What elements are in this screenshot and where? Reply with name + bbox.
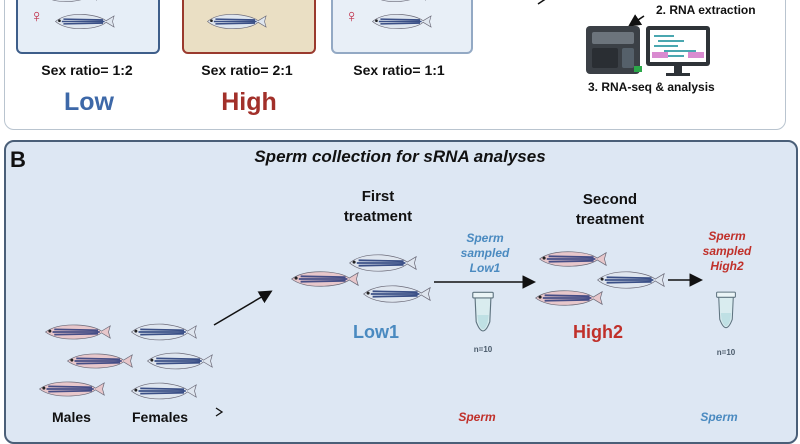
panel-b-title: Sperm collection for sRNA analyses [254, 147, 546, 166]
male-fish-icon [42, 321, 112, 343]
flow-arrows [213, 273, 703, 417]
female-fish-icon [128, 380, 198, 402]
step-rna-seq: 3. RNA-seq & analysis [588, 80, 715, 94]
sample-tube-icon [471, 290, 495, 340]
female-fish-icon [594, 269, 666, 291]
n-low1: n=10 [473, 345, 493, 354]
female-fish-icon [360, 283, 432, 305]
sex-ratio-label: Sex ratio= 1:2 [41, 62, 133, 78]
sample-tube-icon [715, 290, 737, 336]
male-fish-icon [288, 268, 360, 290]
sperm-sampled-low1: Sperm sampled Low1 [460, 231, 510, 275]
male-fish-icon [536, 248, 608, 270]
tank-equal: ♀ [331, 0, 473, 54]
level-high: High [221, 88, 277, 116]
tank-high [182, 0, 316, 54]
females-label: Females [132, 409, 189, 425]
male-fish-icon [36, 378, 106, 400]
bottom-sperm-label: Sperm [458, 410, 496, 424]
sex-ratio-label: Sex ratio= 2:1 [201, 62, 293, 78]
sex-ratio-label: Sex ratio= 1:1 [353, 62, 445, 78]
female-fish-icon [128, 321, 198, 343]
bottom-sperm-label: Sperm [700, 410, 738, 424]
group-low1: Low1 [352, 322, 399, 342]
rna-process-graphic [537, 0, 645, 27]
female-symbol: ♀ [30, 6, 44, 26]
males-label: Males [52, 409, 91, 425]
panel-b-label: B [10, 147, 26, 172]
second-treatment-label: Second treatment [575, 191, 645, 228]
male-fish-icon [532, 287, 604, 309]
female-fish-icon [144, 350, 214, 372]
first-treatment-label: First treatment [343, 188, 413, 225]
n-high2: n=10 [716, 348, 736, 357]
female-symbol: ♀ [345, 6, 359, 26]
tank-low: ♀ [16, 0, 160, 54]
level-low: Low [64, 88, 114, 116]
male-fish-icon [64, 350, 134, 372]
step-rna-extraction: 2. RNA extraction [656, 3, 756, 17]
sperm-sampled-high2: Sperm sampled High2 [702, 229, 752, 273]
group-high2: High2 [572, 322, 623, 342]
sequencer-icon [586, 26, 710, 76]
